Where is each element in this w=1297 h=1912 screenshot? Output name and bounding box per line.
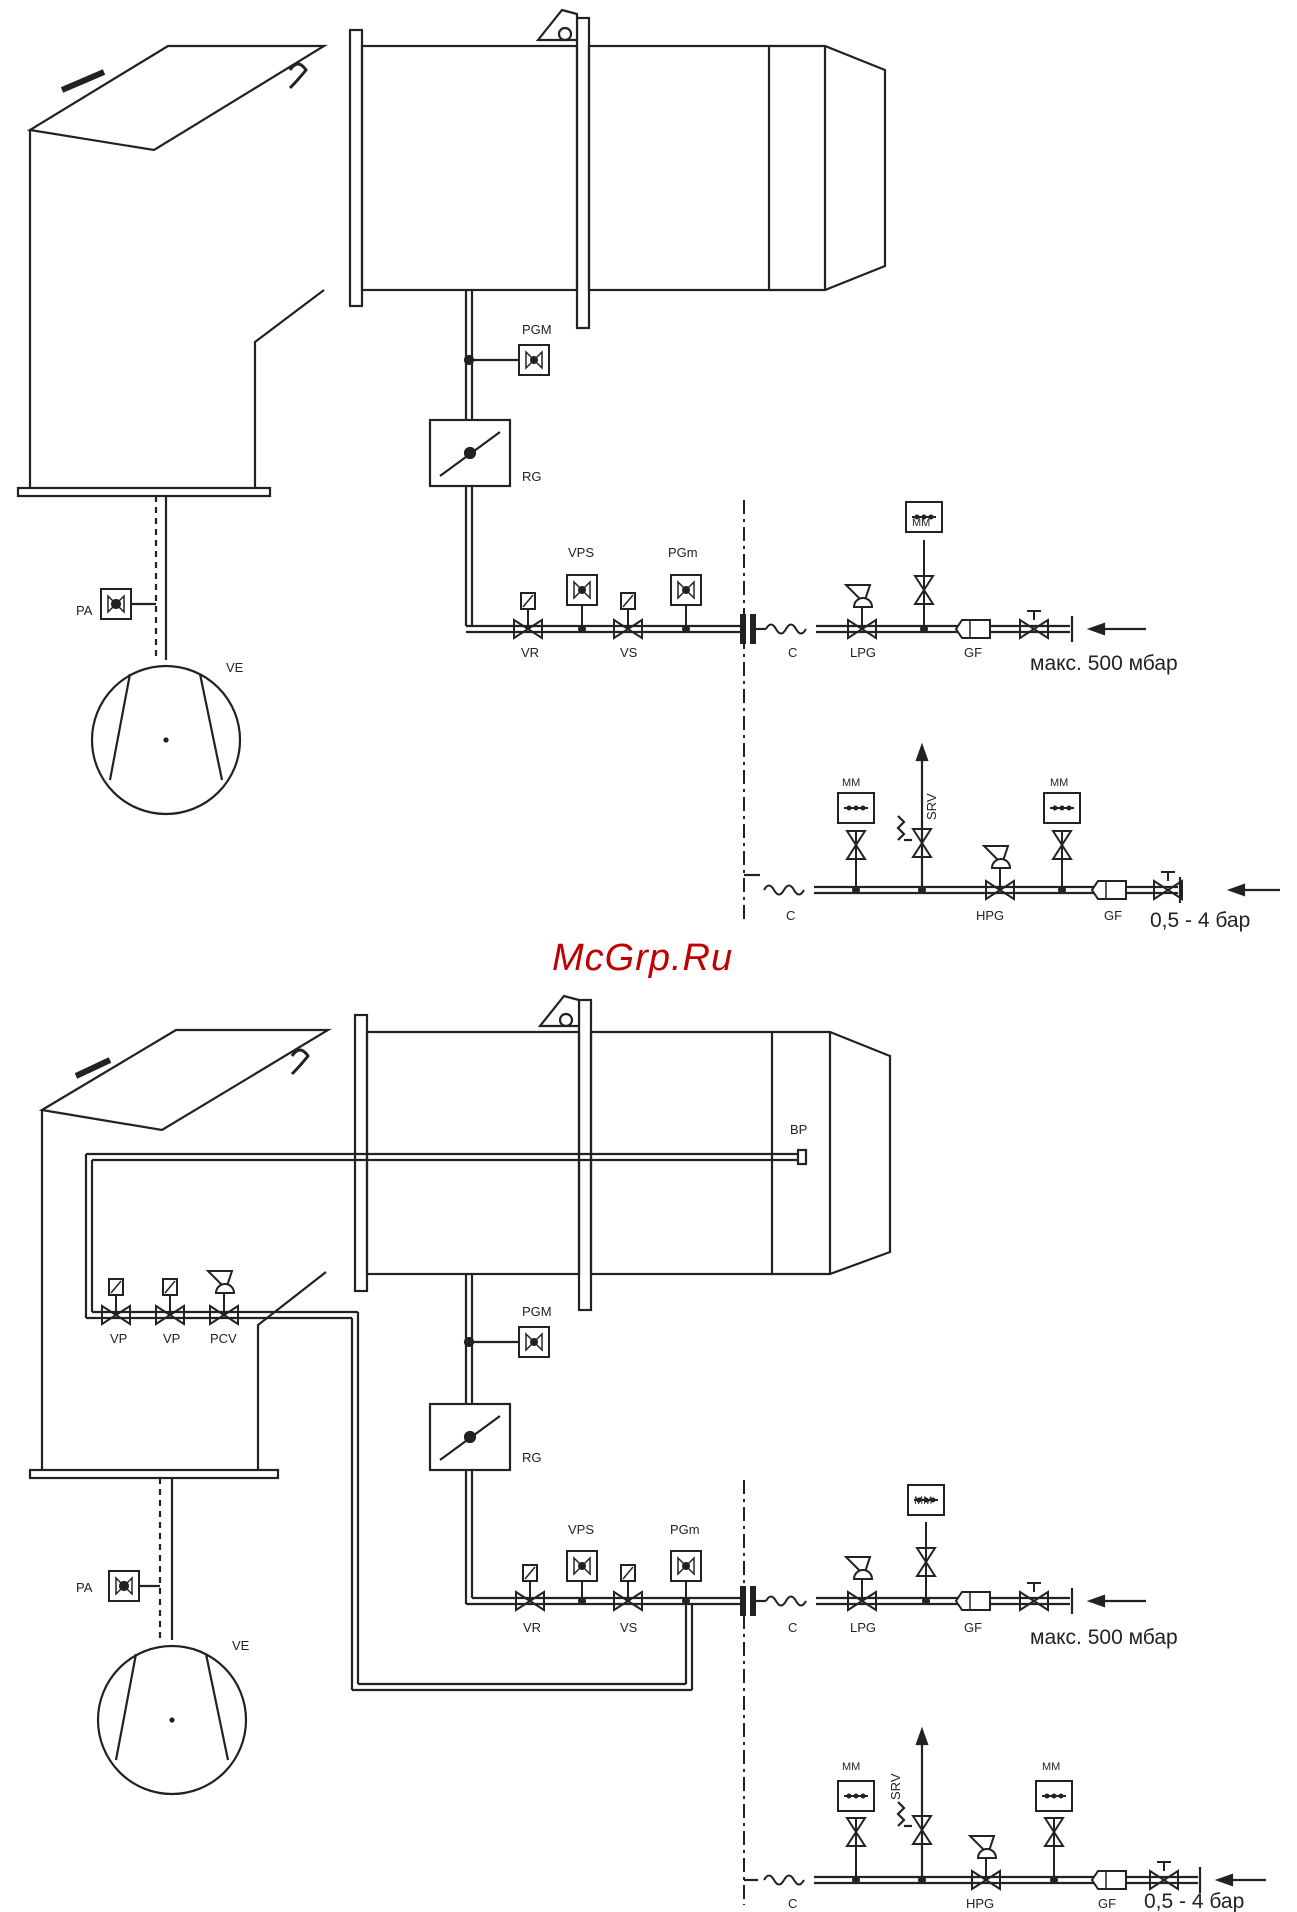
pgm2-label: PGM bbox=[522, 1304, 552, 1319]
c2-label: C bbox=[786, 908, 795, 923]
burner-housing-2 bbox=[30, 996, 890, 1478]
vps-label: VPS bbox=[568, 545, 594, 560]
pgm-label: PGM bbox=[522, 322, 552, 337]
c4-label: C bbox=[788, 1896, 797, 1911]
c3-label: C bbox=[788, 1620, 797, 1635]
vr-label: VR bbox=[521, 645, 539, 660]
pgm-low-label: PGm bbox=[668, 545, 698, 560]
srv-label: SRV bbox=[924, 793, 939, 820]
gf4-label: GF bbox=[1098, 1896, 1116, 1911]
vp1-label: VP bbox=[110, 1331, 127, 1346]
srv2-label: SRV bbox=[888, 1773, 903, 1800]
mm2-label: MM bbox=[842, 777, 860, 789]
gf2-label: GF bbox=[1104, 908, 1122, 923]
hpg2-label: HPG bbox=[966, 1896, 994, 1911]
vs-label: VS bbox=[620, 645, 638, 660]
fan-ve-2 bbox=[98, 1478, 246, 1794]
gf-label: GF bbox=[964, 645, 982, 660]
supply-low bbox=[756, 616, 1146, 642]
top-diagram: PA VE PGM RG bbox=[18, 10, 1280, 932]
burner-housing bbox=[18, 10, 885, 496]
vps2-label: VPS bbox=[568, 1522, 594, 1537]
fan-ve bbox=[92, 496, 240, 814]
pressure-high-label: 0,5 - 4 бар bbox=[1150, 909, 1250, 932]
mm-label: MM bbox=[912, 517, 930, 529]
pilot-line bbox=[86, 1150, 806, 1690]
hpg-label: HPG bbox=[976, 908, 1004, 923]
mm4-label: MM bbox=[914, 1495, 932, 1507]
mm5-label: MM bbox=[842, 1761, 860, 1773]
pressure-low-label: макс. 500 мбар bbox=[1030, 652, 1178, 675]
gf3-label: GF bbox=[964, 1620, 982, 1635]
vp2-label: VP bbox=[163, 1331, 180, 1346]
supply-low-2 bbox=[756, 1588, 1146, 1614]
pgm-low2-label: PGm bbox=[670, 1522, 700, 1537]
pressure-low2-label: макс. 500 мбар bbox=[1030, 1626, 1178, 1649]
lpg-label: LPG bbox=[850, 645, 876, 660]
supply-high bbox=[744, 746, 1280, 903]
valve-train-low bbox=[514, 575, 756, 644]
bp-label: BP bbox=[790, 1122, 807, 1137]
pa2-label: PA bbox=[76, 1580, 93, 1595]
rg-label: RG bbox=[522, 469, 542, 484]
vs2-label: VS bbox=[620, 1620, 638, 1635]
vr2-label: VR bbox=[523, 1620, 541, 1635]
supply-high-2 bbox=[744, 1730, 1266, 1893]
bottom-diagram: VP VP PCV BP PA VE bbox=[30, 996, 1266, 1912]
c-label: C bbox=[788, 645, 797, 660]
pa-label: PA bbox=[76, 603, 93, 618]
ve-label: VE bbox=[226, 660, 244, 675]
pressure-high2-label: 0,5 - 4 бар bbox=[1144, 1890, 1244, 1912]
valve-train-low-2 bbox=[516, 1551, 756, 1616]
watermark: McGrp.Ru bbox=[552, 937, 733, 979]
pcv-label: PCV bbox=[210, 1331, 237, 1346]
ve2-label: VE bbox=[232, 1638, 250, 1653]
mm3-label: MM bbox=[1050, 777, 1068, 789]
mm6-label: MM bbox=[1042, 1761, 1060, 1773]
lpg2-label: LPG bbox=[850, 1620, 876, 1635]
rg2-label: RG bbox=[522, 1450, 542, 1465]
